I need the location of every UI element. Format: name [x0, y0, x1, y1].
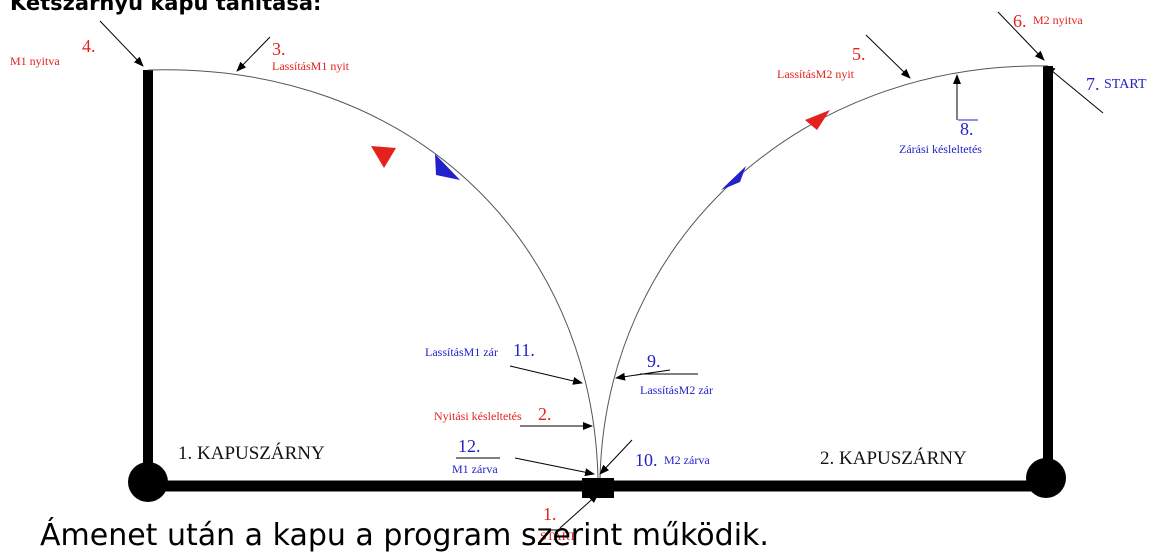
step3-pointer: [236, 36, 271, 72]
step12-number: 12.: [458, 436, 481, 456]
step2-number: 2.: [538, 404, 552, 424]
step12-pointer: [514, 457, 595, 477]
leaf2-swing-arc: [599, 65, 1049, 479]
step2-label: Nyitási késleltetés: [434, 409, 522, 423]
leaf2-close-direction-marker: [721, 166, 746, 190]
leaf2-open-direction-marker: [805, 110, 830, 130]
step7-pointer: [1045, 65, 1104, 114]
leaf1-open-direction-marker: [371, 146, 396, 168]
step1-number: 1.: [543, 504, 557, 524]
step6-number: 6.: [1013, 11, 1027, 31]
step4-number: 4.: [82, 36, 96, 56]
step5-label: LassításM2 nyit: [777, 67, 854, 81]
step5-pointer: [865, 34, 911, 79]
leaf1-close-direction-marker: [435, 154, 460, 180]
leaf1-swing-arc: [147, 69, 599, 479]
step3-label: LassításM1 nyit: [272, 59, 349, 73]
step11-pointer: [509, 365, 583, 385]
right-hinge: [1026, 458, 1066, 498]
step8-label: Zárási késleltetés: [899, 142, 982, 156]
step11-label: LassításM1 zár: [425, 345, 498, 359]
step9-number: 9.: [647, 351, 661, 371]
step1-pointer: [559, 493, 599, 529]
step5-number: 5.: [852, 44, 866, 64]
step10-number: 10.: [635, 450, 658, 470]
step8-number: 8.: [960, 119, 974, 139]
step10-label: M2 zárva: [664, 453, 710, 467]
step9-label: LassításM2 zár: [640, 383, 713, 397]
step11-number: 11.: [513, 340, 535, 360]
step3-number: 3.: [272, 39, 286, 59]
step10-pointer: [599, 439, 633, 475]
footer-note: Ámenet után a kapu a program szerint műk…: [40, 518, 769, 553]
step7-label: START: [1104, 77, 1147, 92]
step6-label: M2 nyitva: [1033, 13, 1083, 27]
left-hinge: [128, 462, 168, 502]
gate-diagram: [99, 11, 1104, 531]
step6-pointer: [997, 11, 1045, 61]
gate-leaf2-label: 2. KAPUSZÁRNY: [820, 448, 967, 469]
step7-number: 7.: [1086, 74, 1100, 94]
gate-leaf1-label: 1. KAPUSZÁRNY: [178, 443, 325, 464]
step12-label: M1 zárva: [452, 462, 498, 476]
gate-stop: [582, 478, 614, 498]
step4-label: M1 nyitva: [10, 54, 60, 68]
step4-pointer: [99, 20, 144, 67]
step1-label: START: [540, 529, 577, 543]
diagram-title: Kétszárnyú kapu tanítása:: [10, 0, 322, 15]
